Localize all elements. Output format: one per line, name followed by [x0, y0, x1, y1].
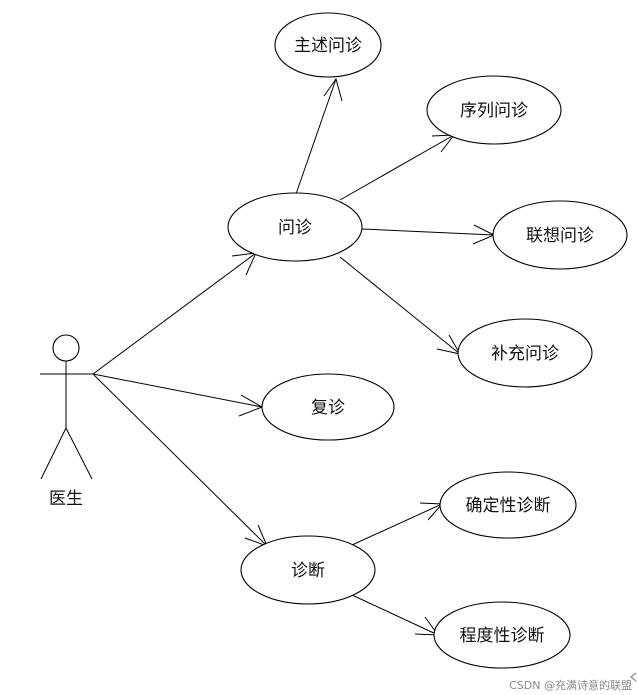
assoc-actor-inquiry	[92, 252, 257, 375]
assoc-inquiry-associative	[361, 228, 495, 236]
assoc-diagnosis-definitive	[351, 503, 443, 546]
actor-left-leg	[40, 427, 67, 480]
use-case-label: 序列问诊	[460, 101, 528, 121]
use-case-supplementary: 补充问诊	[457, 318, 593, 388]
use-case-follow-up: 复诊	[261, 373, 395, 441]
collapse-chevron-icon[interactable]	[630, 672, 637, 682]
actor-right-leg	[65, 427, 93, 480]
arrowhead-inquiry	[231, 252, 257, 276]
use-case-label: 主述问诊	[294, 36, 362, 56]
use-case-inquiry: 问诊	[227, 192, 363, 262]
use-case-diagnosis: 诊断	[240, 535, 376, 605]
use-case-label: 诊断	[291, 561, 325, 581]
arrowhead-followup	[238, 394, 264, 417]
arrowhead-chief	[323, 77, 343, 102]
assoc-actor-diagnosis	[92, 373, 268, 547]
use-case-label: 复诊	[311, 398, 345, 418]
use-case-definitive-diagnosis: 确定性诊断	[439, 471, 577, 539]
actor-label: 医生	[49, 489, 83, 509]
actor-head	[52, 334, 80, 362]
assoc-diagnosis-degree	[351, 594, 439, 636]
use-case-label: 问诊	[278, 218, 312, 238]
use-case-sequential: 序列问诊	[426, 75, 562, 145]
assoc-actor-followup	[92, 373, 263, 408]
use-case-associative: 联想问诊	[492, 200, 628, 270]
assoc-inquiry-sequential	[339, 134, 455, 201]
assoc-inquiry-chief	[295, 78, 337, 195]
actor-doctor: 医生	[40, 334, 93, 509]
use-case-label: 程度性诊断	[460, 626, 545, 646]
use-case-label: 确定性诊断	[466, 496, 551, 516]
use-case-label: 补充问诊	[491, 344, 559, 364]
use-case-degree-diagnosis: 程度性诊断	[433, 601, 571, 669]
arrowhead-sequential	[431, 134, 456, 153]
watermark: CSDN @充满诗意的联盟	[509, 678, 632, 692]
assoc-inquiry-supplementary	[339, 256, 461, 355]
use-case-chief-complaint: 主述问诊	[274, 12, 382, 78]
use-case-label: 联想问诊	[526, 226, 594, 246]
